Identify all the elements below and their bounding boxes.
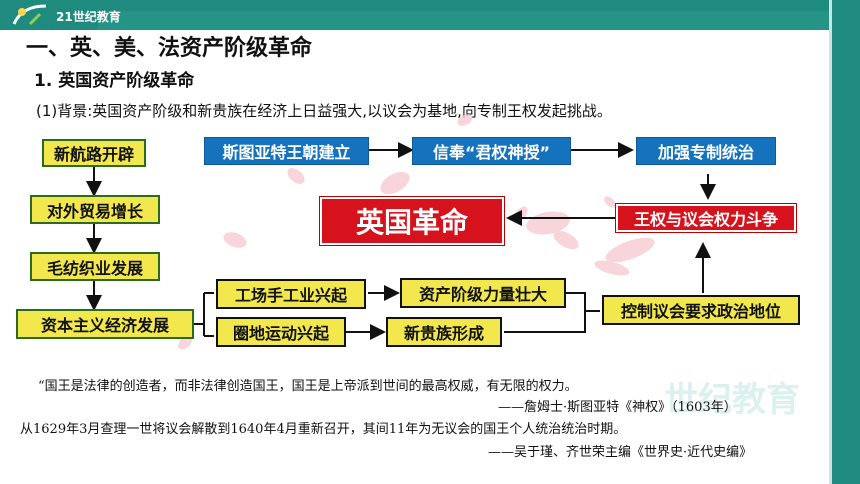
box-capitalist-economy: 资本主义经济发展 xyxy=(16,309,194,339)
logo-icon xyxy=(12,4,47,26)
box-new-routes: 新航路开辟 xyxy=(42,139,146,167)
logo-text: 21世纪教育 xyxy=(56,10,121,24)
watermark: 世纪教育 xyxy=(664,380,800,420)
box-divine-right: 信奉“君权神授” xyxy=(412,137,571,165)
quote-2-source: ——吴于瑾、齐世荣主编《世界史·近代史编》 xyxy=(488,445,753,460)
box-absolutism: 加强专制统治 xyxy=(636,137,776,165)
box-english-revolution: 英国革命 xyxy=(320,197,504,245)
header-decoration xyxy=(96,11,836,30)
box-foreign-trade: 对外贸易增长 xyxy=(30,195,160,224)
box-textile-industry: 毛纺织业发展 xyxy=(30,252,160,281)
box-manufactory: 工场手工业兴起 xyxy=(216,279,366,309)
box-enclosure: 圈地运动兴起 xyxy=(216,317,346,347)
box-new-nobility: 新贵族形成 xyxy=(386,317,502,347)
quote-1-source: ——詹姆士·斯图亚特《神权》（1603年） xyxy=(498,400,737,415)
quote-1: “国王是法律的创造者，而非法律创造国王，国王是上帝派到世间的最高权威，有无限的权… xyxy=(38,379,578,394)
box-control-parliament: 控制议会要求政治地位 xyxy=(602,295,800,325)
logo: 21世纪教育 xyxy=(10,2,121,28)
box-power-struggle: 王权与议会权力斗争 xyxy=(615,203,797,233)
box-bourgeoisie: 资产阶级力量壮大 xyxy=(400,278,566,308)
header-bar: 21世纪教育 xyxy=(0,0,860,30)
right-sidebar-bar xyxy=(829,0,860,484)
box-stuart-dynasty: 斯图亚特王朝建立 xyxy=(204,137,369,165)
quote-2: 从1629年3月查理一世将议会解散到1640年4月重新召开，其间11年为无议会的… xyxy=(20,422,627,437)
section-subtitle: 1. 英国资产阶级革命 xyxy=(34,71,195,91)
page-title: 一、英、美、法资产阶级革命 xyxy=(26,36,313,61)
